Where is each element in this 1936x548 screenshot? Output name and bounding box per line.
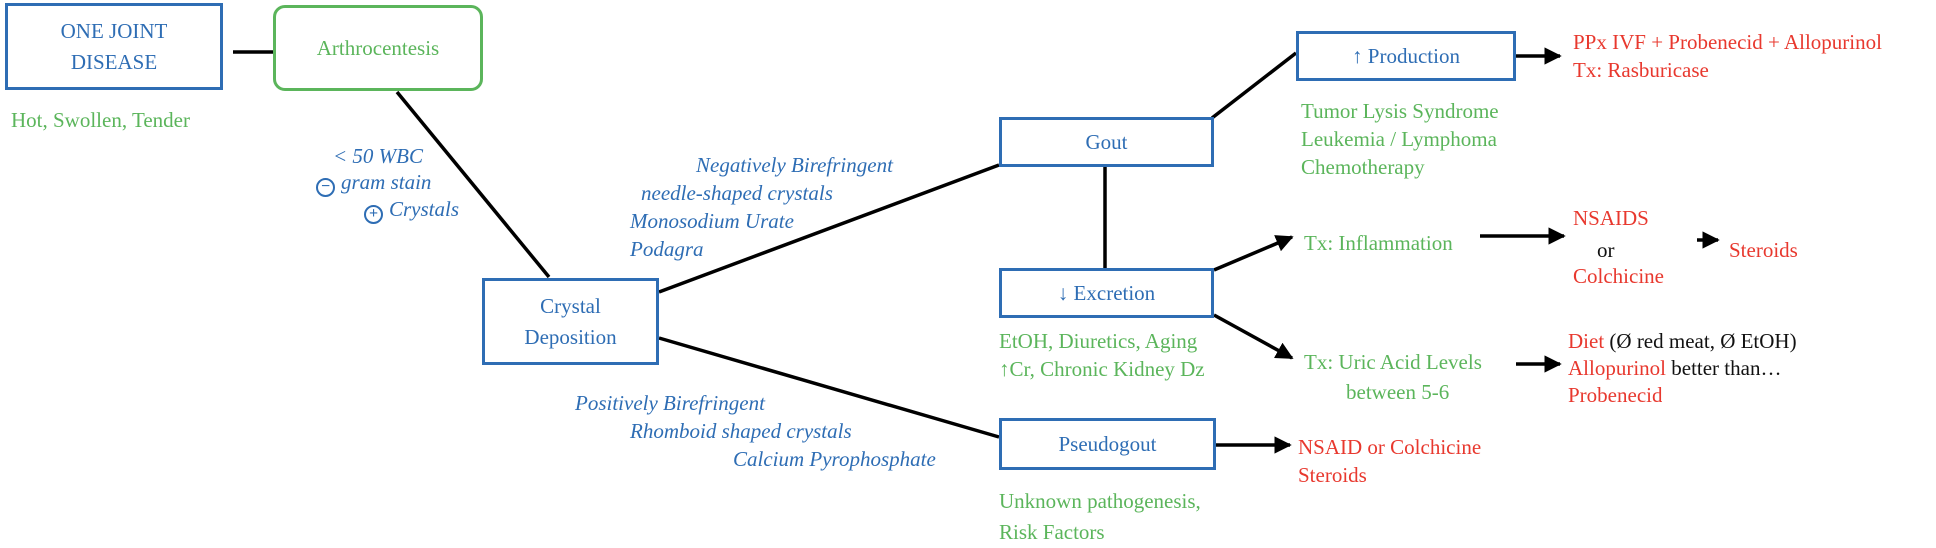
arrow-excretion-uric bbox=[1213, 313, 1294, 360]
arrow-excretion-inflammation bbox=[1213, 235, 1294, 272]
label-colchicine: Colchicine bbox=[1573, 264, 1664, 288]
node-gout: Gout bbox=[999, 117, 1214, 167]
label-negatively-birefringent: Negatively Birefringent bbox=[696, 153, 893, 177]
label-calcium-pyrophosphate: Calcium Pyrophosphate bbox=[733, 447, 936, 471]
label-podagra: Podagra bbox=[630, 237, 704, 261]
label-diet: Diet (Ø red meat, Ø EtOH) bbox=[1568, 329, 1797, 353]
label-probenecid: Probenecid bbox=[1568, 383, 1663, 406]
label-between-5-6: between 5-6 bbox=[1346, 380, 1450, 404]
label-nsaids: NSAIDS bbox=[1573, 206, 1649, 230]
positive-circle-icon: + bbox=[364, 204, 383, 224]
node-increased-production: ↑ Production bbox=[1296, 31, 1516, 81]
edge-crystal-pseudogout bbox=[658, 336, 1000, 439]
label-positive-crystals: +Crystals bbox=[364, 195, 459, 224]
label-monosodium-urate: Monosodium Urate bbox=[630, 209, 794, 233]
label-needle-shaped-crystals: needle-shaped crystals bbox=[641, 181, 833, 205]
label-excretion-causes: EtOH, Diuretics, Aging↑Cr, Chronic Kidne… bbox=[999, 329, 1205, 381]
node-decreased-excretion: ↓ Excretion bbox=[999, 268, 1214, 318]
edge-crystal-gout bbox=[658, 163, 1000, 294]
negative-circle-icon: − bbox=[316, 177, 335, 197]
label-tx-uric-acid: Tx: Uric Acid Levels bbox=[1304, 350, 1482, 374]
node-arthrocentesis: Arthrocentesis bbox=[273, 5, 483, 91]
edge-gout-production bbox=[1210, 51, 1298, 120]
label-or: or bbox=[1597, 238, 1615, 262]
label-tx-inflammation: Tx: Inflammation bbox=[1304, 231, 1453, 255]
label-gram-stain: −gram stain bbox=[316, 168, 431, 197]
label-wbc: < 50 WBC bbox=[333, 144, 423, 168]
label-hot-swollen-tender: Hot, Swollen, Tender bbox=[11, 108, 190, 132]
label-pseudogout-notes: Unknown pathogenesis,Risk Factors bbox=[999, 489, 1201, 544]
edge-arthrocentesis-crystal bbox=[395, 90, 551, 279]
label-allopurinol: Allopurinol better than… bbox=[1568, 356, 1782, 380]
node-pseudogout: Pseudogout bbox=[999, 418, 1216, 470]
label-positively-birefringent: Positively Birefringent bbox=[575, 391, 765, 415]
label-steroids: Steroids bbox=[1729, 238, 1798, 262]
label-rhomboid-crystals: Rhomboid shaped crystals bbox=[630, 419, 852, 443]
